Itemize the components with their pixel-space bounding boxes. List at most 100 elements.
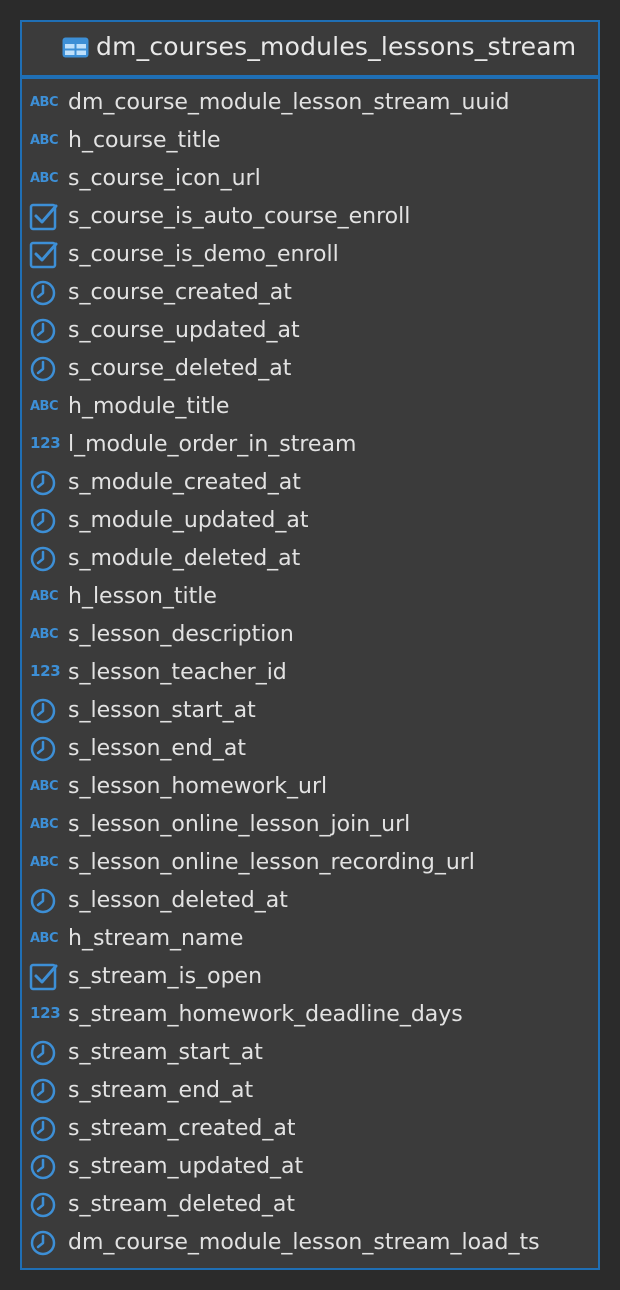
text-type-badge: ABC bbox=[30, 589, 59, 604]
text-type-badge: ABC bbox=[30, 171, 59, 186]
column-row[interactable]: s_course_deleted_at bbox=[22, 350, 598, 388]
clock-icon bbox=[28, 698, 62, 724]
text-type-icon: ABC bbox=[28, 774, 62, 800]
text-type-badge: ABC bbox=[30, 779, 59, 794]
text-type-icon: ABC bbox=[28, 128, 62, 154]
column-row[interactable]: s_stream_end_at bbox=[22, 1072, 598, 1110]
number-type-icon: 123 bbox=[28, 432, 62, 458]
clock-icon bbox=[28, 888, 62, 914]
column-row[interactable]: dm_course_module_lesson_stream_load_ts bbox=[22, 1224, 598, 1262]
checkbox-icon bbox=[28, 241, 62, 269]
clock-icon bbox=[28, 1230, 62, 1256]
number-type-badge: 123 bbox=[30, 434, 61, 452]
column-row[interactable]: 123 l_module_order_in_stream bbox=[22, 426, 598, 464]
column-row[interactable]: ABC s_course_icon_url bbox=[22, 160, 598, 198]
column-row[interactable]: s_course_updated_at bbox=[22, 312, 598, 350]
text-type-icon: ABC bbox=[28, 166, 62, 192]
column-name: s_lesson_deleted_at bbox=[68, 888, 288, 913]
column-row[interactable]: s_course_is_auto_course_enroll bbox=[22, 198, 598, 236]
text-type-icon: ABC bbox=[28, 584, 62, 610]
column-name: s_lesson_homework_url bbox=[68, 774, 328, 799]
clock-icon bbox=[28, 508, 62, 534]
column-name: s_stream_deleted_at bbox=[68, 1192, 295, 1217]
column-name: s_stream_end_at bbox=[68, 1078, 254, 1103]
text-type-icon: ABC bbox=[28, 622, 62, 648]
column-name: s_lesson_online_lesson_join_url bbox=[68, 812, 411, 837]
column-name: s_lesson_start_at bbox=[68, 698, 256, 723]
number-type-icon: 123 bbox=[28, 660, 62, 686]
column-name: s_lesson_teacher_id bbox=[68, 660, 287, 685]
column-name: s_stream_is_open bbox=[68, 964, 263, 989]
clock-icon bbox=[28, 1116, 62, 1142]
entity-header[interactable]: dm_courses_modules_lessons_stream bbox=[22, 22, 598, 77]
column-row[interactable]: s_stream_is_open bbox=[22, 958, 598, 996]
checkbox-icon bbox=[28, 203, 62, 231]
column-row[interactable]: ABC h_course_title bbox=[22, 122, 598, 160]
header-divider bbox=[22, 77, 598, 79]
text-type-icon: ABC bbox=[28, 812, 62, 838]
clock-icon bbox=[28, 356, 62, 382]
text-type-badge: ABC bbox=[30, 95, 59, 110]
column-row[interactable]: s_lesson_start_at bbox=[22, 692, 598, 730]
column-name: s_course_deleted_at bbox=[68, 356, 292, 381]
column-name: s_course_is_auto_course_enroll bbox=[68, 204, 411, 229]
text-type-icon: ABC bbox=[28, 90, 62, 116]
column-row[interactable]: s_stream_created_at bbox=[22, 1110, 598, 1148]
column-name: s_course_created_at bbox=[68, 280, 292, 305]
column-name: s_stream_updated_at bbox=[68, 1154, 304, 1179]
column-row[interactable]: s_course_created_at bbox=[22, 274, 598, 312]
column-row[interactable]: ABC s_lesson_online_lesson_join_url bbox=[22, 806, 598, 844]
column-name: s_module_updated_at bbox=[68, 508, 309, 533]
column-row[interactable]: s_module_deleted_at bbox=[22, 540, 598, 578]
checkbox-icon bbox=[28, 963, 62, 991]
clock-icon bbox=[28, 546, 62, 572]
column-name: s_lesson_description bbox=[68, 622, 294, 647]
text-type-badge: ABC bbox=[30, 817, 59, 832]
clock-icon bbox=[28, 1078, 62, 1104]
column-row[interactable]: s_course_is_demo_enroll bbox=[22, 236, 598, 274]
column-name: s_stream_created_at bbox=[68, 1116, 296, 1141]
clock-icon bbox=[28, 318, 62, 344]
column-name: s_course_is_demo_enroll bbox=[68, 242, 339, 267]
clock-icon bbox=[28, 1040, 62, 1066]
column-name: h_lesson_title bbox=[68, 584, 217, 609]
column-name: h_module_title bbox=[68, 394, 230, 419]
column-name: s_lesson_end_at bbox=[68, 736, 246, 761]
column-row[interactable]: ABC s_lesson_homework_url bbox=[22, 768, 598, 806]
text-type-badge: ABC bbox=[30, 855, 59, 870]
column-row[interactable]: s_stream_updated_at bbox=[22, 1148, 598, 1186]
column-row[interactable]: s_lesson_deleted_at bbox=[22, 882, 598, 920]
column-row[interactable]: s_stream_start_at bbox=[22, 1034, 598, 1072]
clock-icon bbox=[28, 1154, 62, 1180]
text-type-badge: ABC bbox=[30, 133, 59, 148]
text-type-icon: ABC bbox=[28, 850, 62, 876]
column-name: l_module_order_in_stream bbox=[68, 432, 357, 457]
column-name: s_course_icon_url bbox=[68, 166, 261, 191]
column-name: dm_course_module_lesson_stream_load_ts bbox=[68, 1230, 540, 1255]
column-row[interactable]: 123 s_lesson_teacher_id bbox=[22, 654, 598, 692]
column-name: s_module_deleted_at bbox=[68, 546, 301, 571]
column-name: s_stream_start_at bbox=[68, 1040, 263, 1065]
number-type-badge: 123 bbox=[30, 662, 61, 680]
clock-icon bbox=[28, 470, 62, 496]
column-name: s_course_updated_at bbox=[68, 318, 300, 343]
clock-icon bbox=[28, 736, 62, 762]
column-row[interactable]: s_module_created_at bbox=[22, 464, 598, 502]
column-row[interactable]: s_lesson_end_at bbox=[22, 730, 598, 768]
number-type-badge: 123 bbox=[30, 1004, 61, 1022]
entity-title: dm_courses_modules_lessons_stream bbox=[96, 32, 577, 61]
column-row[interactable]: s_module_updated_at bbox=[22, 502, 598, 540]
column-row[interactable]: s_stream_deleted_at bbox=[22, 1186, 598, 1224]
clock-icon bbox=[28, 280, 62, 306]
column-name: h_course_title bbox=[68, 128, 221, 153]
column-row[interactable]: ABC h_lesson_title bbox=[22, 578, 598, 616]
text-type-badge: ABC bbox=[30, 931, 59, 946]
